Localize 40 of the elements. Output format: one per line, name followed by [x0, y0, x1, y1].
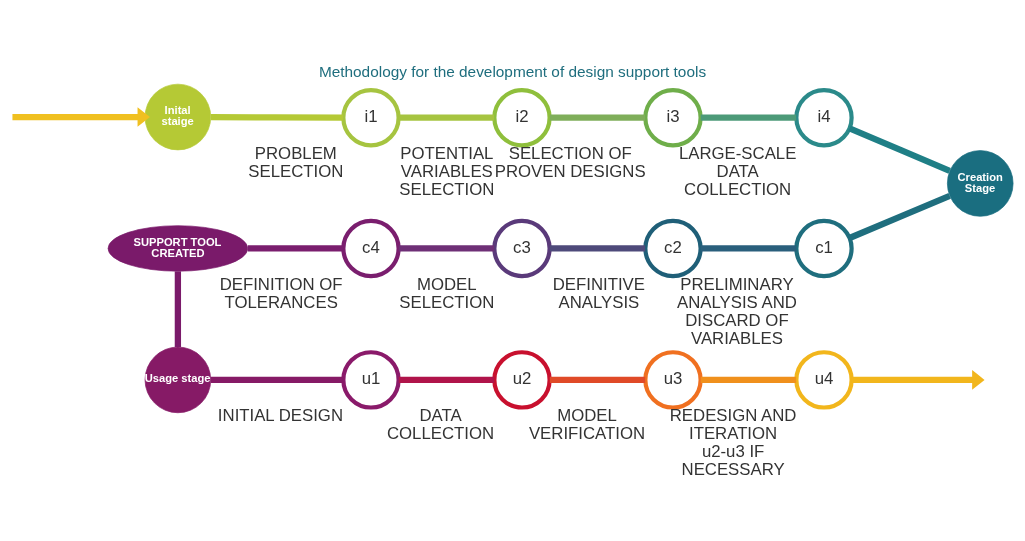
connector	[700, 114, 797, 121]
connector	[210, 376, 344, 383]
node-label: INITIAL DESIGN	[217, 405, 344, 425]
node-circle: Creation Stage	[947, 149, 1014, 217]
node-ellipse: SUPPORT TOOL CREATED	[107, 224, 249, 272]
node-circle: c3	[492, 218, 552, 278]
node-circle: u2	[492, 349, 552, 410]
connector	[174, 270, 182, 347]
connector	[848, 192, 951, 241]
connector	[210, 113, 344, 121]
connector	[247, 244, 344, 252]
node-circle: Usage stage	[144, 346, 212, 413]
node-circle: i1	[341, 87, 401, 147]
node-circle: u3	[643, 349, 703, 410]
node-circle: c2	[643, 218, 703, 278]
node-label: POTENTIAL VARIABLES SELECTION	[399, 143, 495, 199]
connector	[398, 114, 495, 121]
node-circle: i2	[492, 87, 552, 147]
connector	[549, 376, 646, 383]
node-circle: u4	[794, 349, 854, 410]
connector	[700, 376, 797, 383]
node-circle: c1	[794, 218, 854, 278]
node-label: PROBLEM SELECTION	[248, 143, 344, 181]
connector	[398, 244, 495, 252]
arrow	[12, 106, 150, 127]
node-circle: c4	[341, 218, 401, 278]
node-circle: i3	[643, 87, 703, 147]
node-label: DEFINITION OF TOLERANCES	[219, 273, 343, 312]
node-label: DEFINITIVE ANALYSIS	[552, 273, 645, 312]
node-label: MODEL SELECTION	[399, 273, 495, 312]
connector	[549, 114, 646, 121]
arrow	[851, 369, 985, 390]
connector	[398, 376, 495, 383]
connector	[848, 124, 951, 174]
connector	[549, 244, 646, 252]
node-circle: i4	[794, 87, 854, 147]
diagram-title: Methodology for the development of design support tools	[318, 62, 707, 80]
connector	[700, 244, 797, 252]
node-circle: Inital staige	[144, 83, 212, 150]
node-circle: u1	[341, 349, 401, 410]
